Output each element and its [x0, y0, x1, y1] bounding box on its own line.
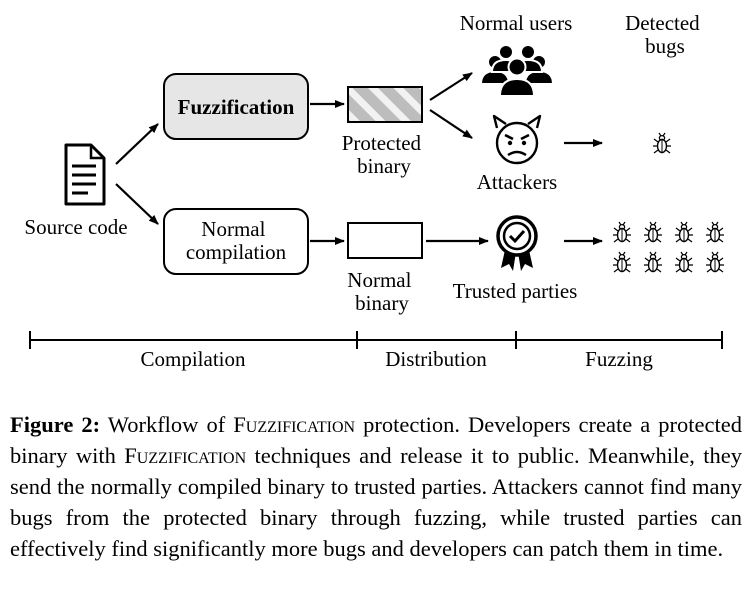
attackers-detected-bugs: [652, 132, 672, 154]
normal-compilation-box: [163, 208, 309, 275]
bug-icon: [643, 251, 663, 273]
bug-icon: [674, 221, 694, 243]
figure-label: Figure 2:: [10, 411, 101, 437]
normal-binary-label: Normal binary: [347, 268, 416, 315]
detected-bugs-label: Detected bugs: [625, 11, 705, 58]
award-badge-icon: [496, 215, 538, 271]
workflow-arrows: [115, 72, 603, 245]
arrow-protected-to-users: [429, 72, 473, 101]
stage-distribution: Distribution: [385, 347, 487, 371]
bug-icon: [674, 251, 694, 273]
angry-devil-icon: [492, 114, 542, 165]
arrow-source-to-fuzzification: [115, 123, 159, 165]
fuzzification-label: Fuzzification: [178, 95, 295, 119]
trusted-parties-label: Trusted parties: [453, 279, 578, 303]
bug-icon: [705, 221, 725, 243]
bug-icon: [643, 221, 663, 243]
workflow-diagram: Source code Fuzzification Normal compila…: [24, 11, 725, 371]
users-group-icon: [479, 44, 555, 97]
source-code-label: Source code: [24, 215, 127, 239]
normal-users-label: Normal users: [460, 11, 573, 35]
protected-binary-label: Protected binary: [342, 131, 427, 178]
arrow-protected-to-attackers: [429, 109, 473, 139]
stage-fuzzing: Fuzzing: [585, 347, 653, 371]
bug-icon: [652, 132, 672, 154]
fuzzification-name: Fuzzification: [233, 411, 356, 437]
trusted-detected-bugs: [612, 221, 725, 273]
fuzzification-name: Fuzzification: [124, 442, 247, 468]
stage-timeline: [29, 331, 723, 349]
normal-binary-box: [347, 222, 423, 259]
arrow-source-to-normal-compilation: [115, 183, 159, 225]
bug-icon: [612, 251, 632, 273]
bug-icon: [705, 251, 725, 273]
bug-icon: [612, 221, 632, 243]
figure-caption: Figure 2: Workflow of Fuzzification prot…: [10, 411, 743, 561]
document-icon: [64, 143, 106, 206]
fuzzification-box: [163, 73, 309, 140]
protected-binary-box: [347, 86, 423, 123]
normal-compilation-label: Normal compilation: [186, 217, 287, 264]
attackers-label: Attackers: [477, 170, 557, 194]
stage-compilation: Compilation: [141, 347, 247, 371]
